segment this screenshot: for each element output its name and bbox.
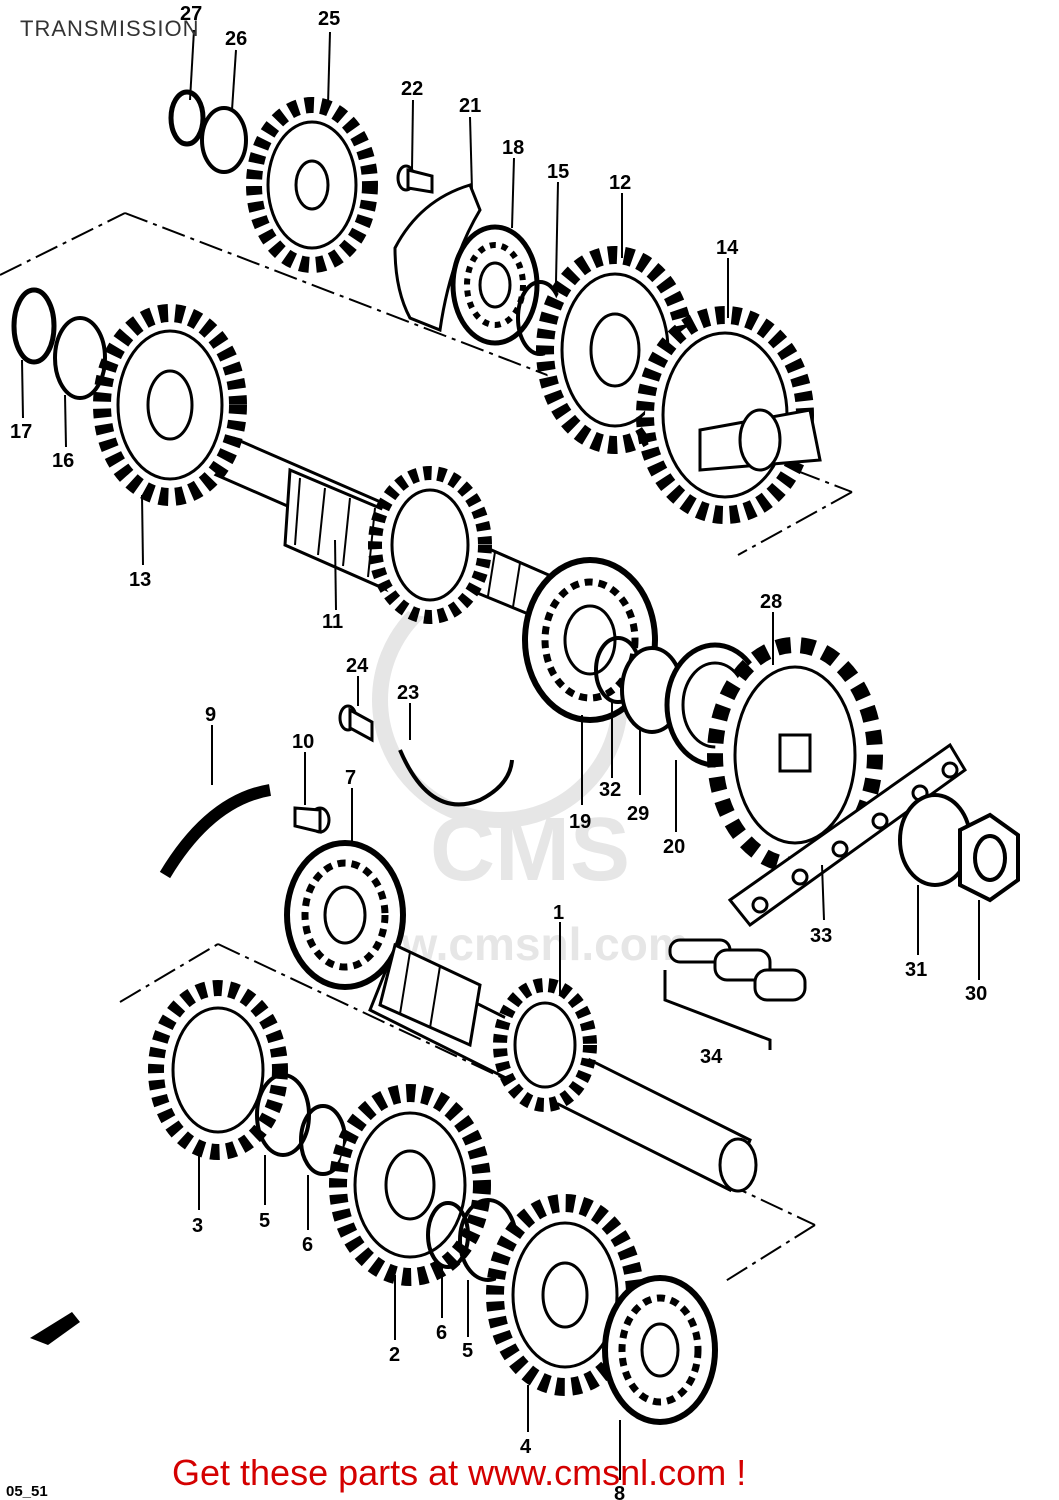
callout-14: 14 [716,237,739,259]
callout-19: 19 [569,811,591,833]
gear-3 [148,980,288,1160]
callout-32: 32 [599,779,621,801]
callout-34: 34 [700,1046,723,1068]
washer-16 [53,316,107,400]
circlip-6-lower [426,1201,470,1269]
callout-29: 29 [627,803,649,825]
callout-17: 17 [10,421,32,443]
gear-2 [329,1084,491,1286]
callout-labels: 27 26 25 22 21 18 15 12 14 17 16 13 11 2… [10,3,987,1458]
callout-1: 1 [553,902,564,924]
circlip-6-upper [299,1104,347,1176]
callout-4: 4 [520,1436,532,1458]
gear-14 [636,306,822,524]
gear-25 [246,97,378,273]
bearing-18 [450,224,540,346]
mainshaft-integral-gear [493,978,597,1112]
callout-26: 26 [225,28,247,50]
callout-15: 15 [547,161,569,183]
circlip-17 [11,287,57,365]
callout-6-lower: 6 [436,1322,447,1344]
callout-5-lower: 5 [462,1340,473,1362]
screw-22 [396,164,434,194]
callout-6-upper: 6 [302,1234,313,1256]
gear-12 [536,246,694,454]
retainer-23 [398,749,514,807]
nut-30 [958,812,1020,903]
callout-33: 33 [810,925,832,947]
callout-28: 28 [760,591,782,613]
callout-7: 7 [345,767,356,789]
cmsnl-parts-link[interactable]: Get these parts at www.cmsnl.com ! [172,1452,747,1493]
drive-chain-33 [727,742,967,928]
callout-25: 25 [318,8,340,30]
callout-5-upper: 5 [259,1210,270,1232]
callout-16: 16 [52,450,74,472]
svg-text:CMS: CMS [430,800,630,900]
countershaft-integral-gear [368,466,492,624]
page-code: 05_51 [6,1483,48,1500]
callout-10: 10 [292,731,314,753]
callout-21: 21 [459,95,481,117]
callout-9: 9 [205,704,216,726]
bearing-8 [602,1275,718,1425]
callout-11: 11 [322,611,343,633]
callout-20: 20 [663,836,685,858]
callout-24: 24 [346,655,369,677]
chain-joint-34 [663,938,807,1050]
callout-22: 22 [401,78,423,100]
gear-13 [93,304,247,506]
bearing-7 [284,840,406,990]
leader-lines [21,29,980,1480]
callout-13: 13 [129,569,151,591]
callout-2: 2 [389,1344,400,1366]
front-direction-arrow-icon [30,1312,80,1345]
callout-27: 27 [180,3,202,25]
callout-23: 23 [397,682,419,704]
washer-26 [200,106,248,174]
pin-24 [338,704,374,743]
callout-3: 3 [192,1215,203,1237]
callout-12: 12 [609,172,631,194]
circlip-27 [168,89,206,147]
callout-30: 30 [965,983,987,1005]
screw-10 [293,806,331,834]
callout-31: 31 [905,959,927,981]
callout-18: 18 [502,137,524,159]
page-title: TRANSMISSION [20,16,200,41]
bearing-retainer-9 [159,784,272,879]
